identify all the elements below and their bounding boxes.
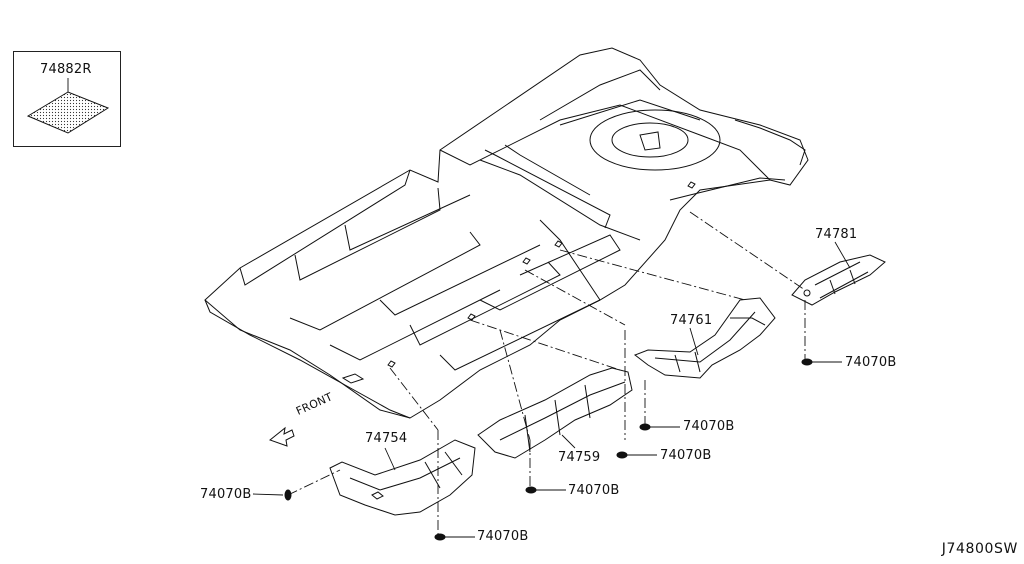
clip-label-mid-lower: 74070B: [660, 448, 712, 463]
insulator-74781: [791, 254, 886, 306]
insulator-74754: [329, 439, 476, 516]
part-label-74781: 74781: [815, 227, 858, 242]
part-label-74759: 74759: [558, 450, 601, 465]
clip-label-mid-upper: 74070B: [683, 419, 735, 434]
inset-box: [13, 51, 121, 147]
label-leaders: [67, 78, 851, 538]
part-label-74754: 74754: [365, 431, 408, 446]
diagram-code: J74800SW: [941, 541, 1018, 557]
clip-label-bottom: 74070B: [477, 529, 529, 544]
part-label-74761: 74761: [670, 313, 713, 328]
inset-part-number: 74882R: [40, 62, 92, 77]
insulator-74761: [633, 297, 776, 379]
clip-label-left: 74070B: [200, 487, 252, 502]
front-arrow-icon: [268, 426, 295, 447]
floor-panel-outline: [204, 47, 809, 419]
clip-label-center: 74070B: [568, 483, 620, 498]
leader-lines: [287, 211, 806, 535]
insulator-74759: [477, 367, 633, 459]
inset-mat-drawing: [26, 91, 110, 134]
clips-74070b: [284, 358, 813, 541]
clip-label-right: 74070B: [845, 355, 897, 370]
